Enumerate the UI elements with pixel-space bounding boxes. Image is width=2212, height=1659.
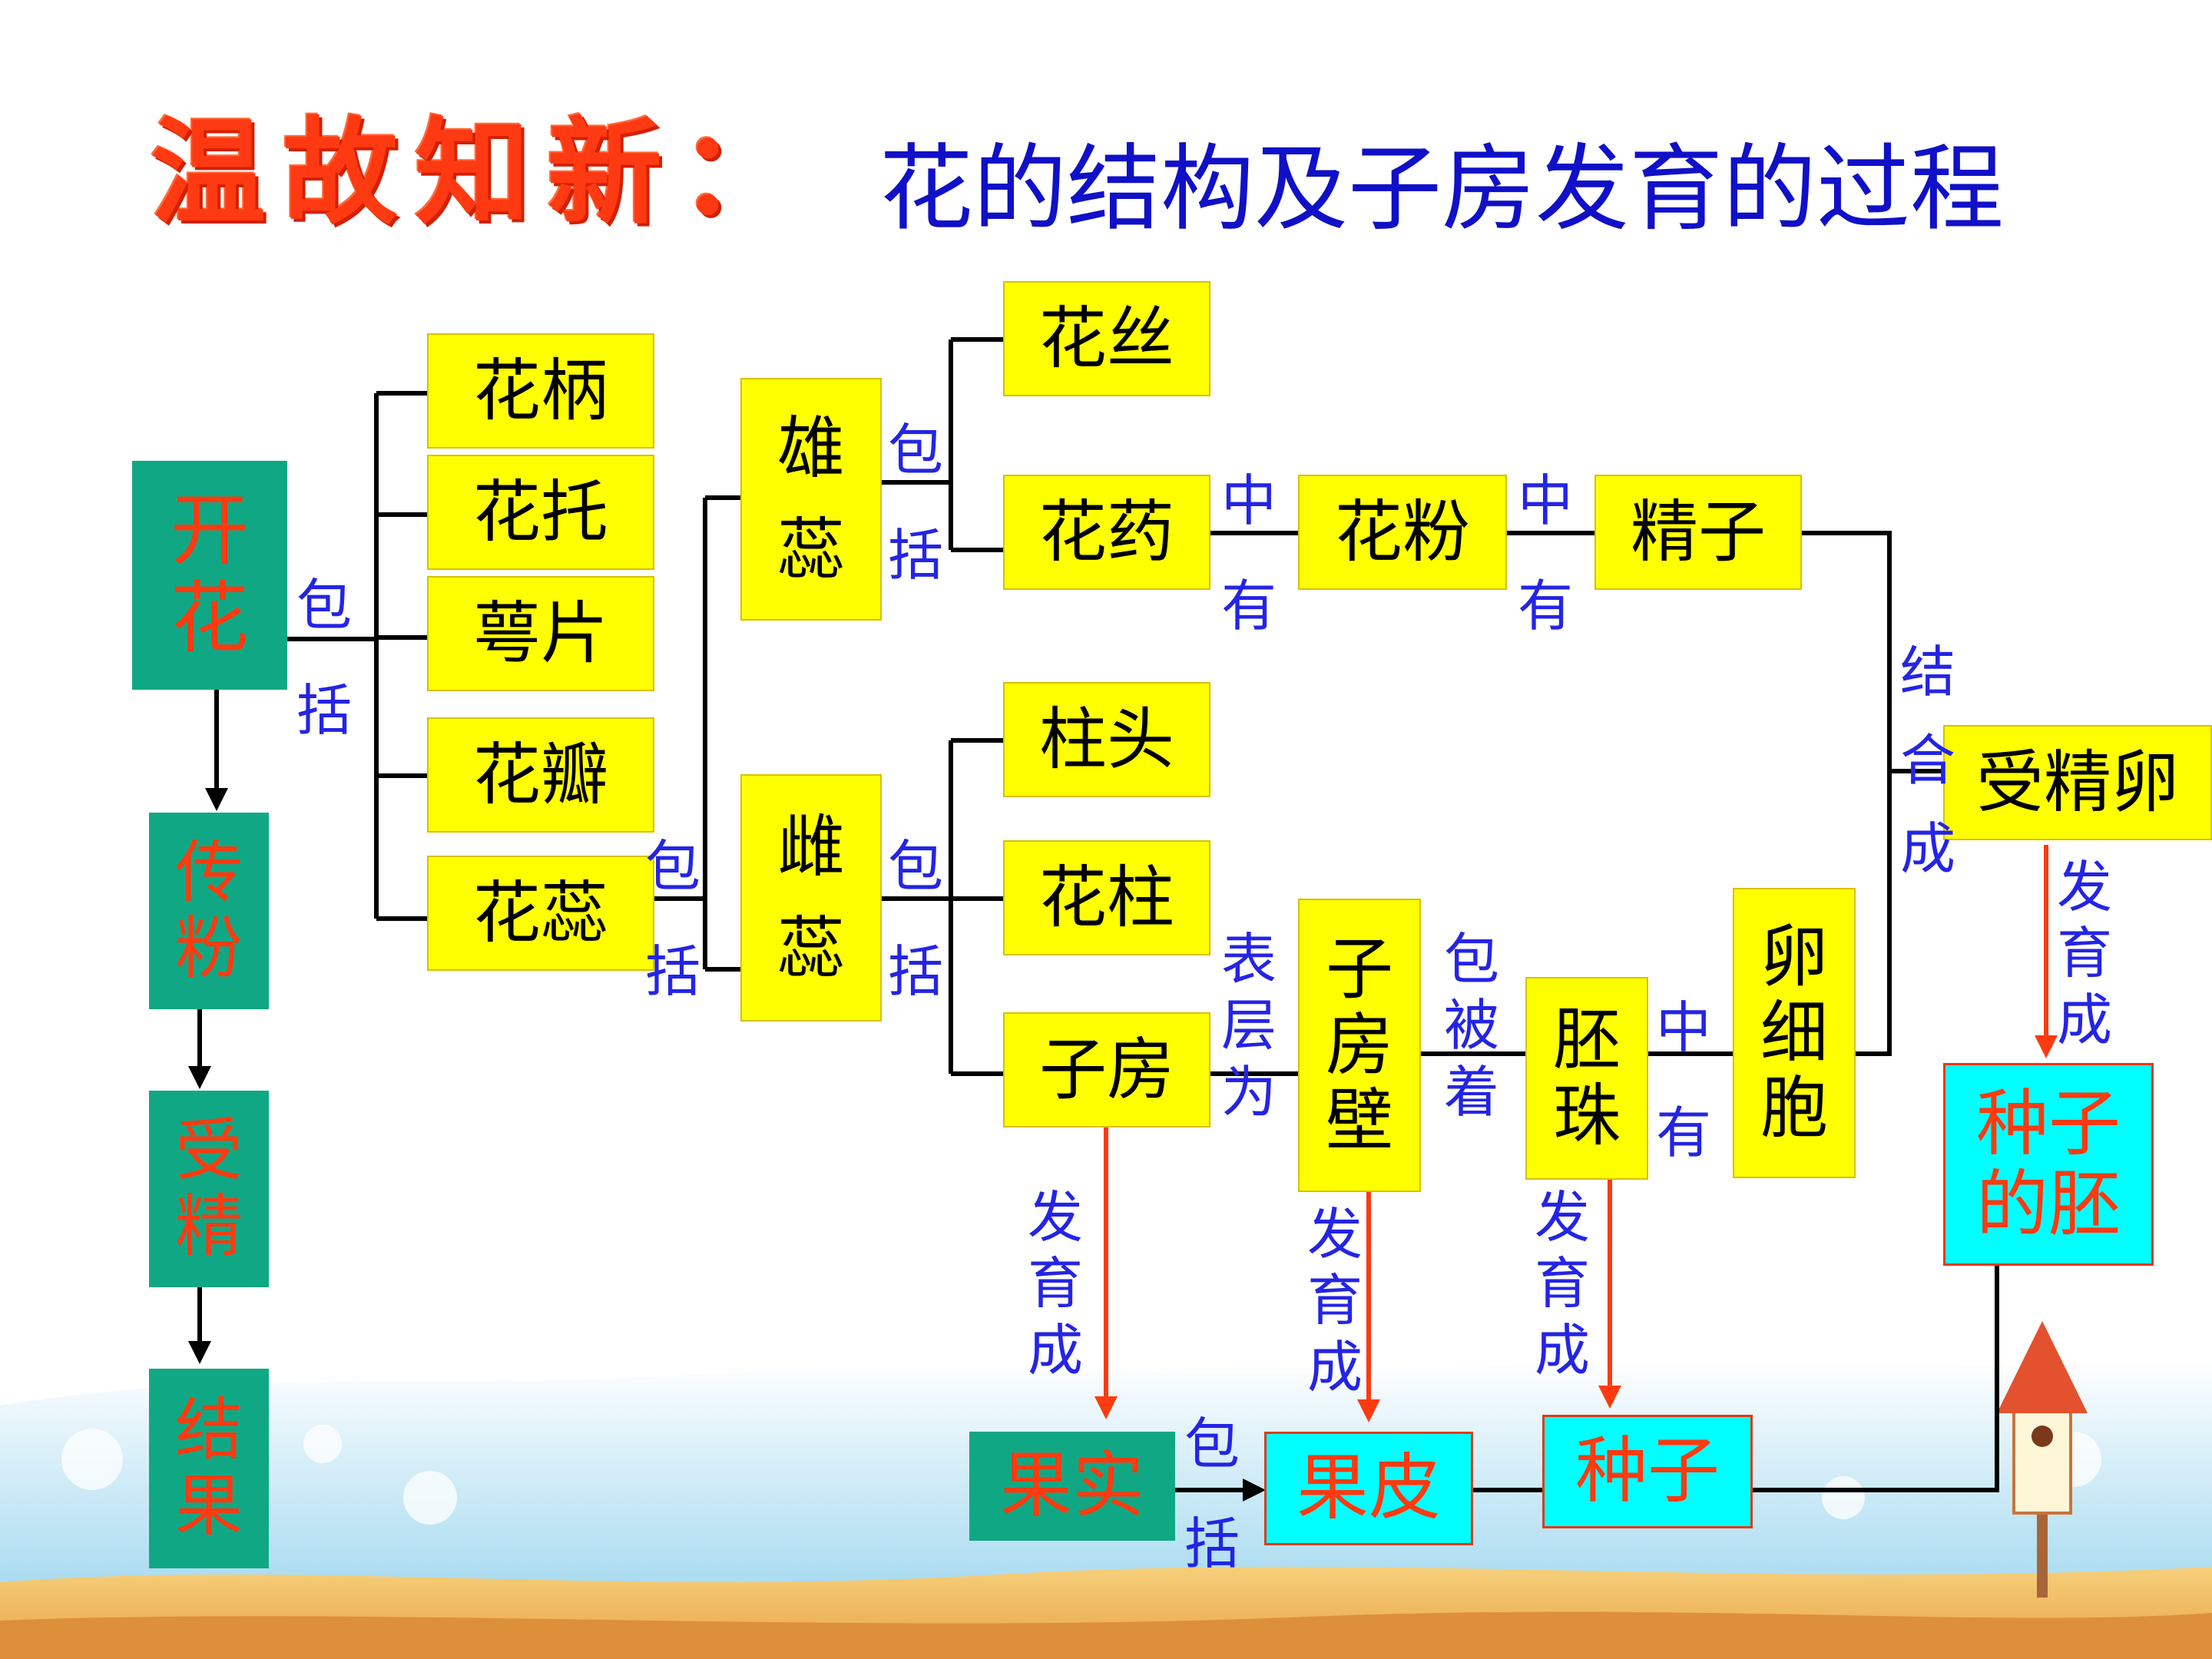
part-huarui: 花蕊 <box>427 856 654 971</box>
part-huatuo: 花托 <box>427 455 654 570</box>
result-zhongzidepei-text: 种子 的胚 <box>1975 1081 2121 1247</box>
title-prefix: 温故知新： <box>151 105 812 240</box>
page-title: 花的结构及子房发育的过程 <box>879 134 2004 243</box>
result-guoshi: 果实 <box>969 1432 1175 1541</box>
part-huaban: 花瓣 <box>427 717 654 833</box>
stamen-huayao: 花药 <box>1003 475 1210 590</box>
result-zhongzidepei: 种子 的胚 <box>1943 1063 2154 1266</box>
result-shoujingluan: 受精卵 <box>1943 725 2212 840</box>
result-guopi: 果皮 <box>1264 1432 1473 1545</box>
label-fayucheng-shoujingluan: 发 育 成 <box>2056 855 2112 1052</box>
label-zhongyou-huafen: 中 有 <box>1517 469 1573 638</box>
stamen-box: 雄 蕊 <box>740 378 882 621</box>
label-jieheng: 结 合 成 <box>1899 640 1955 882</box>
pistil-zhutou: 柱头 <box>1003 682 1210 797</box>
label-biaocengwei: 表 层 为 <box>1220 927 1277 1124</box>
pistil-zifangbi: 子 房 壁 <box>1298 899 1421 1192</box>
stage-shoujing: 受 精 <box>149 1091 269 1287</box>
pistil-zifangbi-text: 子 房 壁 <box>1325 929 1393 1161</box>
stage-jieguo-text: 结 果 <box>174 1390 243 1545</box>
pistil-box: 雌 蕊 <box>740 774 882 1022</box>
label-fayucheng-zifang: 发 育 成 <box>1027 1185 1083 1382</box>
stamen-jingzi: 精子 <box>1594 475 1802 590</box>
pistil-peizhu: 胚 珠 <box>1525 977 1648 1180</box>
stamen-huasi: 花丝 <box>1003 281 1210 396</box>
stage-chuanfen-text: 传 粉 <box>174 833 243 988</box>
label-baokuo-stamen: 包 括 <box>887 418 943 588</box>
pistil-luanxibao: 卵 细 胞 <box>1733 888 1856 1178</box>
label-baokuo-huarui: 包 括 <box>644 834 700 1004</box>
label-baokuo-kaihua: 包 括 <box>296 573 352 743</box>
pistil-peizhu-text: 胚 珠 <box>1552 1000 1621 1155</box>
label-fayucheng-zifangbi: 发 育 成 <box>1306 1202 1363 1399</box>
label-zhongyou-huayao: 中 有 <box>1220 469 1277 638</box>
label-baokuo-guoshi: 包 括 <box>1184 1412 1240 1576</box>
label-baokuo-pistil: 包 括 <box>887 834 943 1004</box>
stamen-huafen: 花粉 <box>1298 475 1507 590</box>
result-zhongzi: 种子 <box>1542 1415 1753 1528</box>
label-baobeizhe: 包 被 着 <box>1443 927 1499 1124</box>
stage-kaihua-text: 开 花 <box>171 485 249 664</box>
label-fayucheng-peizhu: 发 育 成 <box>1534 1185 1590 1382</box>
stage-kaihua: 开 花 <box>132 461 287 690</box>
stage-chuanfen: 传 粉 <box>149 813 269 1009</box>
stage-shoujing-text: 受 精 <box>174 1111 243 1266</box>
pistil-luanxibao-text: 卵 细 胞 <box>1760 917 1828 1148</box>
pistil-text: 雌 蕊 <box>777 807 845 988</box>
label-zhongyou-peizhu: 中 有 <box>1655 995 1711 1165</box>
stamen-text: 雄 蕊 <box>777 409 845 589</box>
pistil-zifang: 子房 <box>1003 1012 1210 1128</box>
birdhouse-decoration <box>1997 1321 2088 1598</box>
pistil-huazhu: 花柱 <box>1003 840 1210 955</box>
part-epian: 萼片 <box>427 576 654 691</box>
stage-jieguo: 结 果 <box>149 1369 269 1568</box>
part-huabing: 花柄 <box>427 333 654 449</box>
